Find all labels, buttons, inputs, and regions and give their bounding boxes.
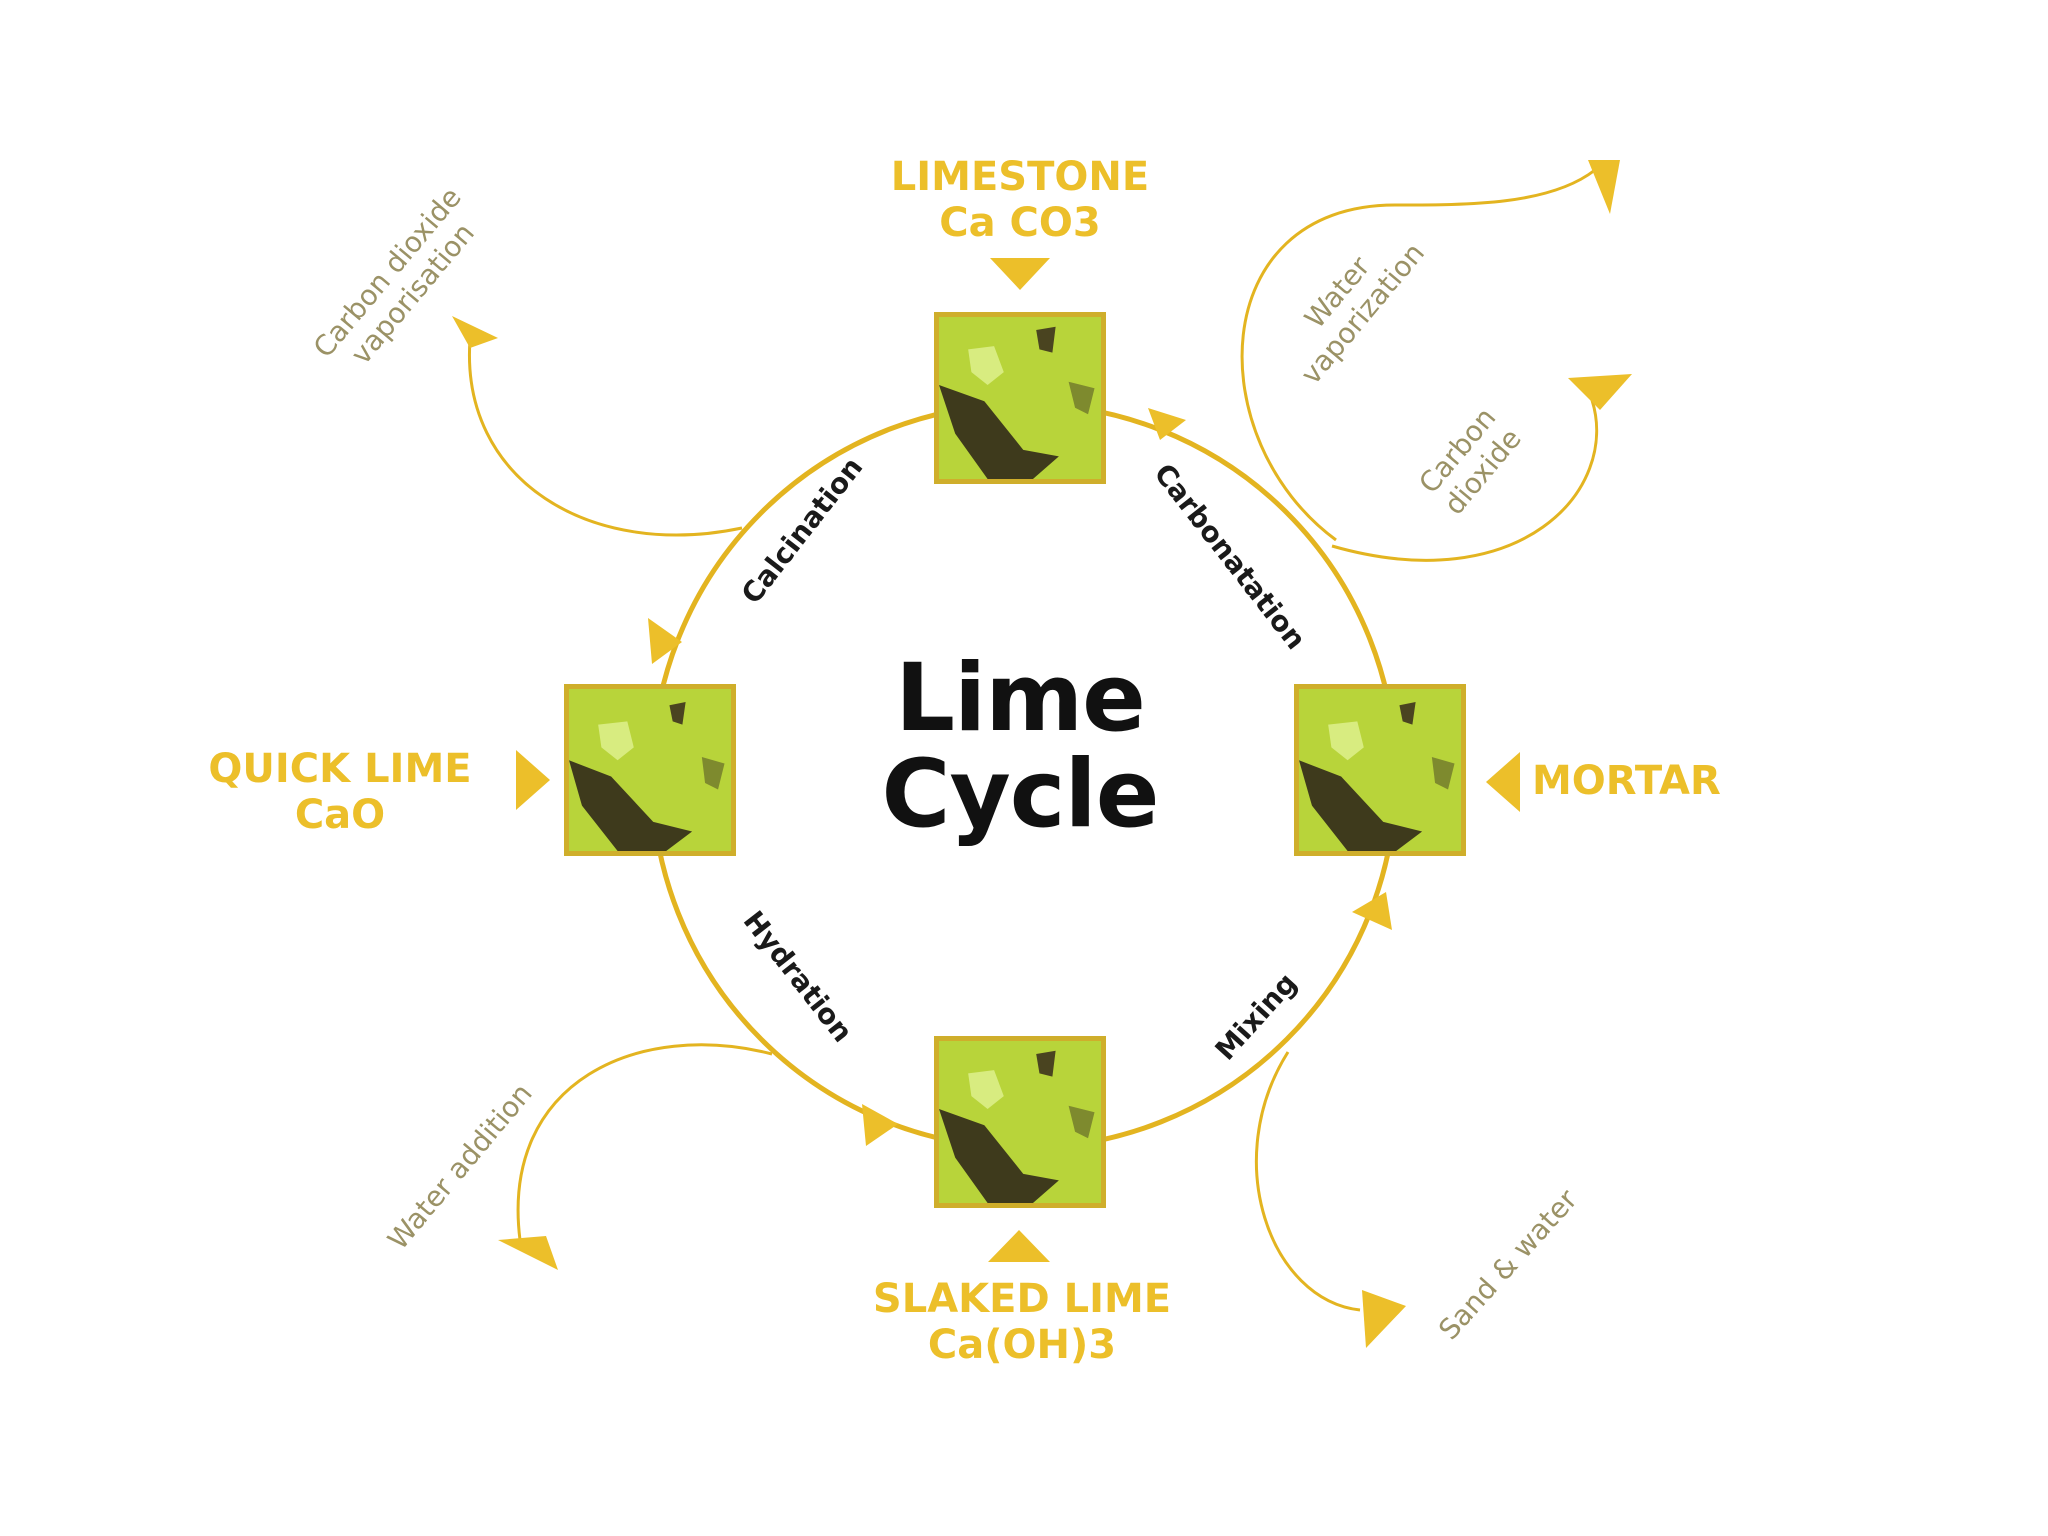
ring-arrow-calcination: [648, 618, 682, 664]
curve-co2-vaporisation: [467, 339, 743, 537]
ring-arrow-carbonatation: [1148, 408, 1186, 440]
ring-arrow-mixing: [1352, 892, 1392, 930]
slakedlime-formula: Ca(OH)3: [927, 1322, 1117, 1368]
arrow-water-addition: [498, 1236, 558, 1270]
curve-sand-water: [1255, 1051, 1361, 1312]
curve-water-vaporization: [1240, 168, 1596, 542]
limestone-name: LIMESTONE: [890, 154, 1150, 200]
mortar-name: MORTAR: [1532, 758, 1721, 804]
slakedlime-pointer-arrow: [988, 1230, 1050, 1262]
mortar-label: MORTAR: [1532, 758, 1772, 804]
limestone-image: [934, 312, 1106, 484]
mortar-pointer-arrow: [1486, 752, 1520, 812]
ring-arrow-hydration: [862, 1104, 898, 1146]
cycle-title-line1: Lime: [895, 644, 1146, 753]
slakedlime-image: [934, 1036, 1106, 1208]
arrow-water-vaporization: [1588, 160, 1620, 214]
slakedlime-name: SLAKED LIME: [872, 1276, 1172, 1322]
arrow-sand-water: [1362, 1290, 1406, 1348]
quicklime-formula: CaO: [294, 792, 386, 838]
limestone-formula: Ca CO3: [939, 200, 1101, 246]
arrow-carbon-dioxide: [1568, 374, 1632, 410]
quicklime-label: QUICK LIME CaO: [180, 746, 500, 838]
quicklime-pointer-arrow: [516, 750, 550, 810]
curve-carbon-dioxide: [1331, 399, 1599, 562]
quicklime-name: QUICK LIME: [208, 746, 472, 792]
limestone-pointer-arrow: [990, 258, 1050, 290]
limestone-label: LIMESTONE Ca CO3: [850, 154, 1190, 246]
quicklime-image: [564, 684, 736, 856]
cycle-title-line2: Cycle: [881, 740, 1160, 849]
arrow-co2-vaporisation: [452, 316, 498, 348]
slakedlime-label: SLAKED LIME Ca(OH)3: [842, 1276, 1202, 1368]
mortar-image: [1294, 684, 1466, 856]
curve-water-addition: [516, 1043, 773, 1241]
